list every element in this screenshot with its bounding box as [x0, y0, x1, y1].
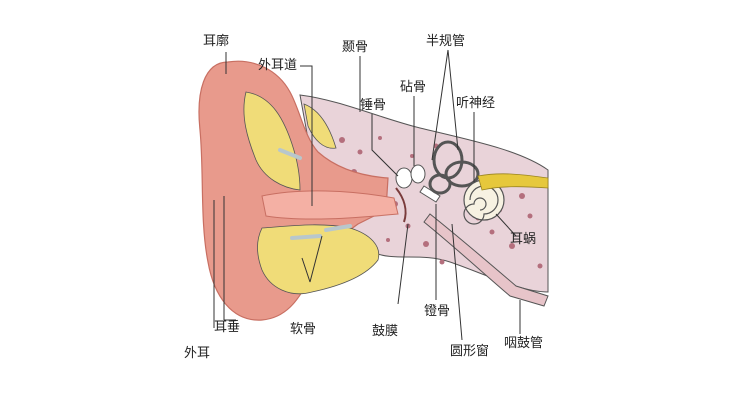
incus: [411, 165, 425, 183]
label-outer-ear: 外耳: [184, 346, 210, 362]
label-ear-canal: 外耳道: [258, 58, 297, 74]
malleus: [396, 168, 412, 188]
label-round-window: 圆形窗: [450, 344, 489, 360]
cartilage-rod: [292, 236, 320, 238]
label-cochlea: 耳蜗: [510, 232, 536, 248]
label-auditory-nerve: 听神经: [456, 96, 495, 112]
label-semicircular-canal: 半规管: [426, 34, 465, 50]
label-earlobe: 耳垂: [214, 320, 240, 336]
label-cartilage: 软骨: [290, 322, 316, 338]
label-auricle: 耳廓: [203, 34, 229, 50]
label-temporal-bone: 颞骨: [342, 40, 368, 56]
label-eustachian-tube: 咽鼓管: [504, 336, 543, 352]
label-malleus: 锤骨: [360, 98, 386, 114]
label-stapes: 镫骨: [424, 304, 450, 320]
ear-canal: [262, 191, 398, 219]
label-incus: 砧骨: [400, 80, 426, 96]
label-eardrum: 鼓膜: [372, 324, 398, 340]
